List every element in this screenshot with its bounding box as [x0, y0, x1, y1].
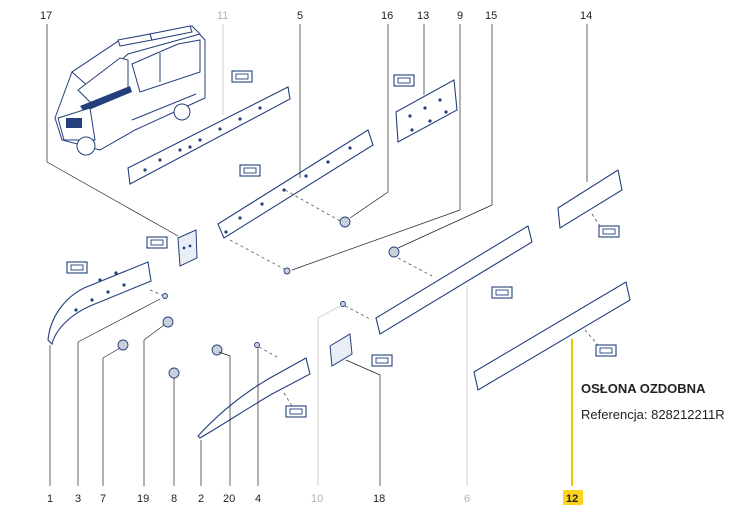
part-13-strip[interactable]	[395, 79, 458, 143]
part-18-bracket[interactable]	[329, 333, 353, 367]
part-9-screw[interactable]	[283, 267, 291, 275]
part-8-clip[interactable]	[168, 367, 180, 379]
callout-4[interactable]: 4	[255, 493, 261, 505]
callout-16[interactable]: 16	[381, 10, 393, 22]
callout-7[interactable]: 7	[100, 493, 106, 505]
callout-20[interactable]: 20	[223, 493, 235, 505]
part-20-clip[interactable]	[211, 344, 223, 356]
part-2-tag	[285, 405, 307, 418]
callout-14[interactable]: 14	[580, 10, 592, 22]
part-5-strip[interactable]	[217, 129, 374, 239]
part-17-bracket[interactable]	[177, 229, 198, 267]
callout-17[interactable]: 17	[40, 10, 52, 22]
callout-10[interactable]: 10	[311, 493, 323, 505]
callout-numbers: 17 11 5 16 13 9 15 14 1 3 7 19 8 2 20 4 …	[40, 10, 592, 505]
callout-19[interactable]: 19	[137, 493, 149, 505]
callout-15[interactable]: 15	[485, 10, 497, 22]
callout-12-box	[563, 490, 583, 505]
callout-12[interactable]: 12	[566, 493, 578, 505]
part-4-screw[interactable]	[254, 342, 260, 348]
part-14-tag	[598, 225, 620, 238]
part-12-trim[interactable]	[473, 281, 631, 391]
part-15-clip[interactable]	[388, 246, 400, 258]
part-11-tag	[231, 70, 253, 83]
part-13-tag	[393, 74, 415, 87]
part-12-tag	[595, 344, 617, 357]
callout-12-highlight[interactable]: 12	[563, 490, 583, 505]
part-18-tag	[371, 354, 393, 367]
selected-part-name: OSŁONA OZDOBNA	[581, 381, 706, 396]
van-illustration	[54, 25, 206, 156]
part-10-screw[interactable]	[340, 301, 346, 307]
part-1-trim[interactable]	[47, 261, 152, 346]
part-6-trim[interactable]	[375, 225, 533, 335]
callout-6[interactable]: 6	[464, 493, 470, 505]
part-16-clip[interactable]	[339, 216, 351, 228]
callout-5[interactable]: 5	[297, 10, 303, 22]
part-3-screw[interactable]	[162, 293, 168, 299]
selected-part-reference: Referencja: 828212211R	[581, 407, 725, 422]
part-7-clip[interactable]	[117, 339, 129, 351]
callout-8[interactable]: 8	[171, 493, 177, 505]
part-1-tag	[66, 261, 88, 274]
part-14-trim[interactable]	[557, 169, 623, 229]
part-17-tag	[146, 236, 168, 249]
callout-3[interactable]: 3	[75, 493, 81, 505]
callout-9[interactable]: 9	[457, 10, 463, 22]
leader-lines	[46, 24, 588, 486]
callout-13[interactable]: 13	[417, 10, 429, 22]
part-6-tag	[491, 286, 513, 299]
part-19-clip[interactable]	[162, 316, 174, 328]
callout-11[interactable]: 11	[217, 10, 228, 22]
callout-2[interactable]: 2	[198, 493, 204, 505]
part-2-trim[interactable]	[197, 357, 311, 439]
callout-18[interactable]: 18	[373, 493, 385, 505]
callout-1[interactable]: 1	[47, 493, 53, 505]
part-5-tag	[239, 164, 261, 177]
part-11-strip[interactable]	[127, 86, 291, 185]
